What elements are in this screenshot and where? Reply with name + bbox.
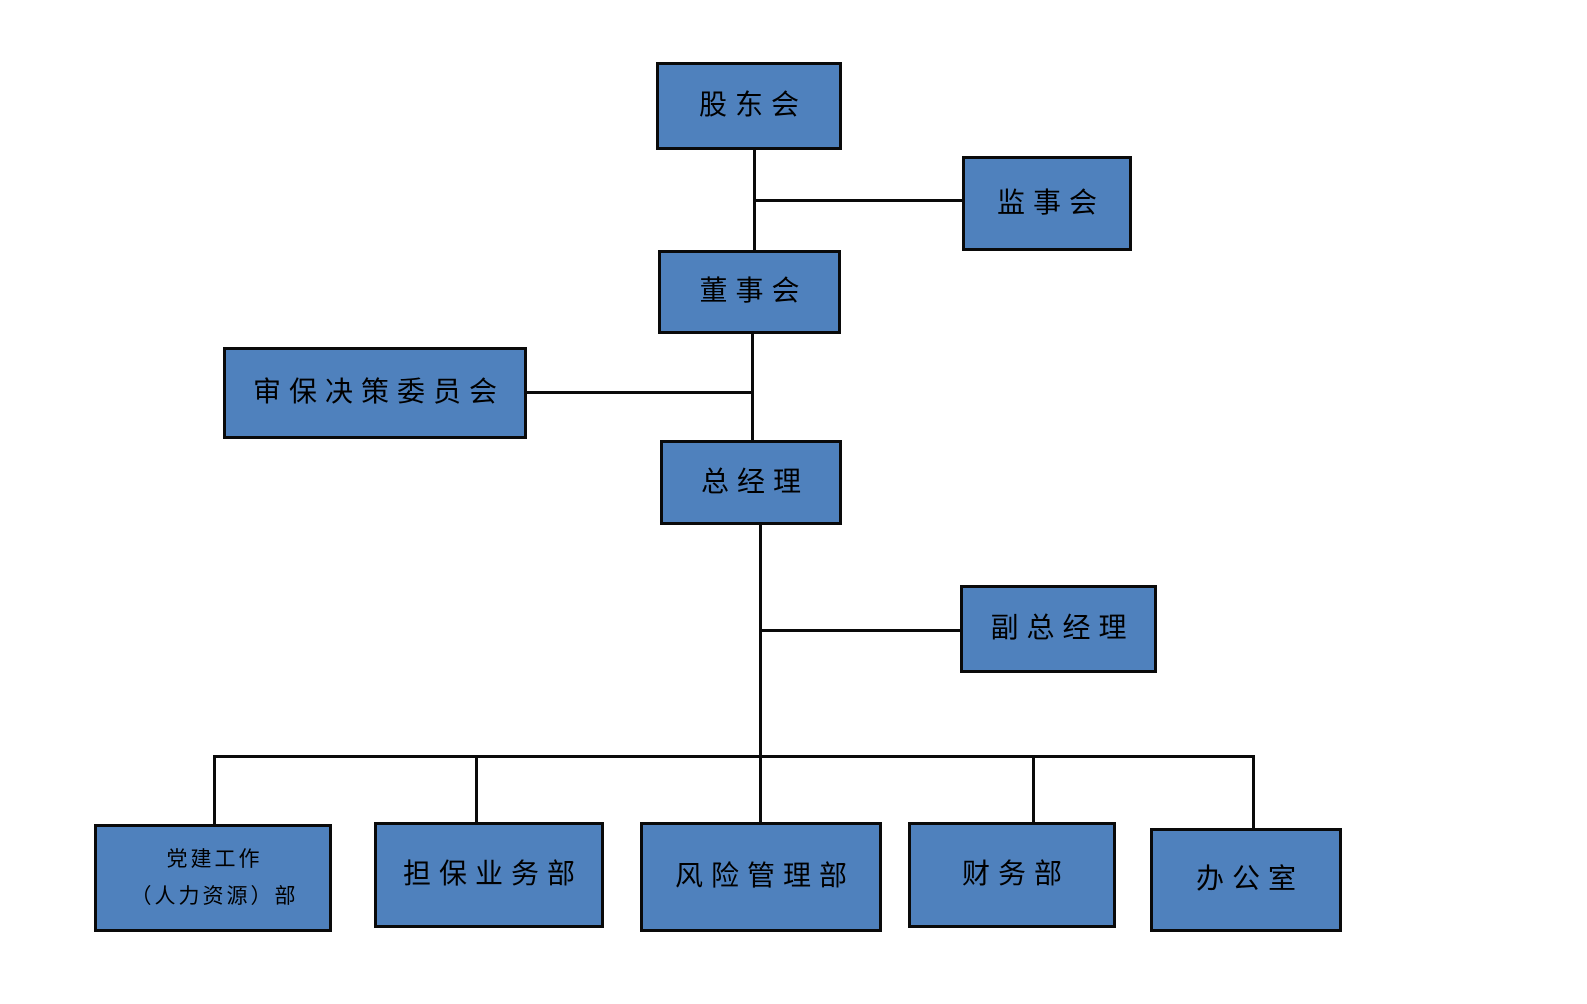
node-party-building-hr-dept: 党建工作 （人力资源）部 bbox=[94, 824, 332, 932]
node-label: 担保业务部 bbox=[402, 859, 583, 891]
node-label-line2: （人力资源）部 bbox=[130, 884, 299, 908]
connector-departments-bus bbox=[213, 755, 1255, 758]
node-general-manager: 总经理 bbox=[660, 440, 842, 525]
node-label: 办公室 bbox=[1195, 864, 1304, 896]
node-label: 董事会 bbox=[699, 276, 808, 308]
node-shareholders-meeting: 股东会 bbox=[656, 62, 842, 150]
node-supervisory-board: 监事会 bbox=[962, 156, 1132, 251]
connector-board-gm bbox=[751, 333, 754, 442]
connector-drop-finance-dept bbox=[1032, 755, 1035, 824]
node-review-guarantee-decision-committee: 审保决策委员会 bbox=[223, 347, 527, 439]
node-label-line1: 党建工作 bbox=[166, 847, 263, 872]
node-label: 股东会 bbox=[698, 90, 807, 122]
node-deputy-general-manager: 副总经理 bbox=[960, 585, 1157, 673]
node-label: 风险管理部 bbox=[674, 861, 855, 893]
connector-supervisory-branch bbox=[753, 199, 964, 202]
node-board-of-directors: 董事会 bbox=[658, 250, 841, 334]
node-finance-dept: 财务部 bbox=[908, 822, 1116, 928]
connector-dgm-branch bbox=[759, 629, 962, 632]
node-guarantee-business-dept: 担保业务部 bbox=[374, 822, 604, 928]
node-office: 办公室 bbox=[1150, 828, 1342, 932]
node-label: 审保决策委员会 bbox=[252, 377, 505, 409]
node-label: 总经理 bbox=[700, 466, 809, 498]
node-label: 财务部 bbox=[961, 859, 1070, 891]
connector-gm-risk bbox=[759, 524, 762, 824]
node-label: 监事会 bbox=[996, 187, 1105, 219]
connector-drop-office bbox=[1252, 755, 1255, 830]
node-risk-management-dept: 风险管理部 bbox=[640, 822, 882, 932]
connector-committee-branch bbox=[525, 391, 753, 394]
node-label: 副总经理 bbox=[990, 613, 1135, 645]
connector-drop-guarantee-dept bbox=[475, 755, 478, 824]
connector-drop-party-dept bbox=[213, 755, 216, 826]
